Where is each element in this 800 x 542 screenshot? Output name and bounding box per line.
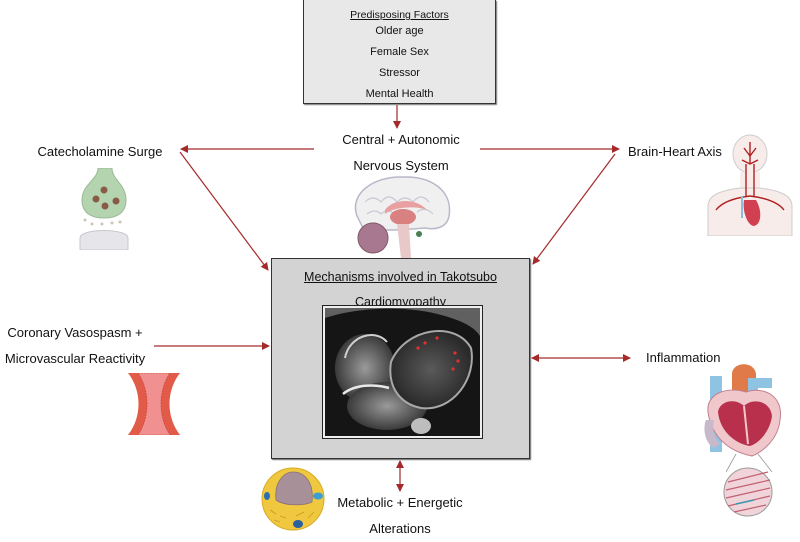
coronary-label-line1: Coronary Vasospasm +	[7, 325, 143, 340]
factor-item: Stressor	[379, 67, 420, 79]
cell-icon	[261, 467, 325, 531]
metabolic-label-line1: Metabolic + Energetic	[337, 495, 463, 510]
body-circulation-icon	[707, 134, 793, 236]
cns-label-line2: Nervous System	[353, 158, 449, 173]
main-title-line1: Mechanisms involved in Takotsubo	[304, 270, 497, 284]
main-mechanisms-box: Mechanisms involved in Takotsubo Cardiom…	[271, 258, 530, 459]
main-title-line2: Cardiomyopathy	[354, 295, 446, 309]
arrow-catecholamine-to-main	[179, 151, 269, 271]
coronary-label: Coronary Vasospasm + Microvascular React…	[0, 320, 150, 372]
factor-item: Older age	[375, 25, 424, 37]
factor-item: Mental Health	[365, 88, 434, 100]
catecholamine-label: Catecholamine Surge	[37, 144, 163, 159]
metabolic-label-line2: Alterations	[369, 521, 431, 536]
predisposing-factors-title: Predisposing Factors	[350, 9, 449, 21]
coronary-label-line2: Microvascular Reactivity	[4, 351, 146, 366]
arrow-brainheart-to-main	[532, 153, 616, 265]
metabolic-label: Metabolic + Energetic Alterations	[320, 490, 480, 542]
predisposing-factors-box: Predisposing Factors Older age Female Se…	[303, 0, 496, 104]
heart-tissue-icon	[704, 364, 781, 517]
constricted-vessel-icon	[128, 373, 180, 435]
brain-heart-label: Brain-Heart Axis	[628, 144, 722, 159]
factor-item: Female Sex	[370, 46, 429, 58]
cns-label: Central + Autonomic Nervous System	[318, 127, 484, 179]
brain-icon	[354, 176, 451, 258]
cns-label-line1: Central + Autonomic	[342, 132, 460, 147]
synapse-icon	[79, 168, 129, 250]
inflammation-label: Inflammation	[646, 350, 721, 365]
cardiac-mri-image	[322, 305, 483, 439]
